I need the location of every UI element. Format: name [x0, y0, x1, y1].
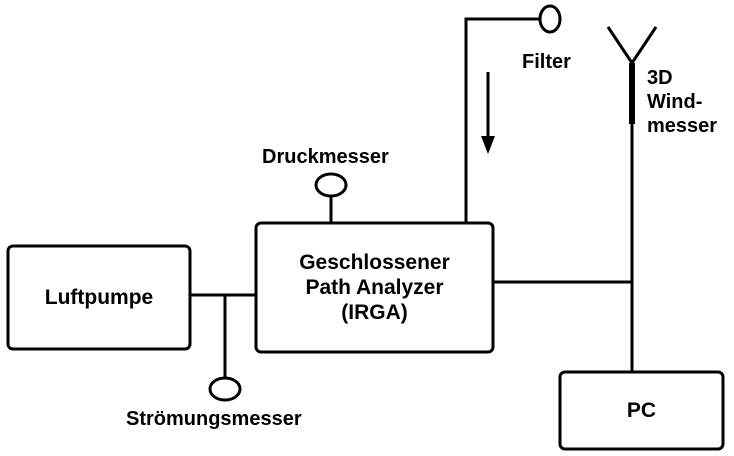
anemometer-arm-left: [606, 26, 634, 64]
filter-label: Filter: [522, 51, 571, 73]
analyzer-label-line2: Path Analyzer: [305, 276, 444, 299]
analyzer-label-line1: Geschlossener: [299, 251, 450, 274]
anemometer-label-line2: Wind-: [647, 91, 703, 113]
analyzer-box-label: Geschlossener Path Analyzer (IRGA): [256, 223, 493, 352]
intake-tube: [464, 17, 539, 223]
pump-box: [6, 244, 192, 351]
pc-box-label: PC: [560, 372, 723, 449]
pressure-gauge-label: Druckmesser: [262, 146, 389, 168]
anemometer-label-line3: messer: [647, 115, 718, 137]
anemometer-arm-right: [630, 26, 658, 64]
flow-meter-gauge-icon: [208, 376, 242, 402]
flow-meter-label: Strömungsmesser: [126, 408, 302, 430]
pc-box: [558, 370, 725, 451]
anemometer-label: 3D Wind- messer: [647, 66, 717, 138]
pump-box-label: Luftpumpe: [8, 246, 190, 349]
analyzer-label-line3: (IRGA): [341, 301, 408, 324]
down-arrow-icon: [481, 72, 495, 154]
analyzer-box: [254, 221, 495, 354]
anemometer-label-line1: 3D: [647, 67, 673, 89]
filter-icon: [538, 4, 562, 34]
pressure-gauge-icon: [314, 172, 348, 198]
pump-label: Luftpumpe: [44, 286, 154, 309]
pc-label: PC: [626, 399, 657, 422]
